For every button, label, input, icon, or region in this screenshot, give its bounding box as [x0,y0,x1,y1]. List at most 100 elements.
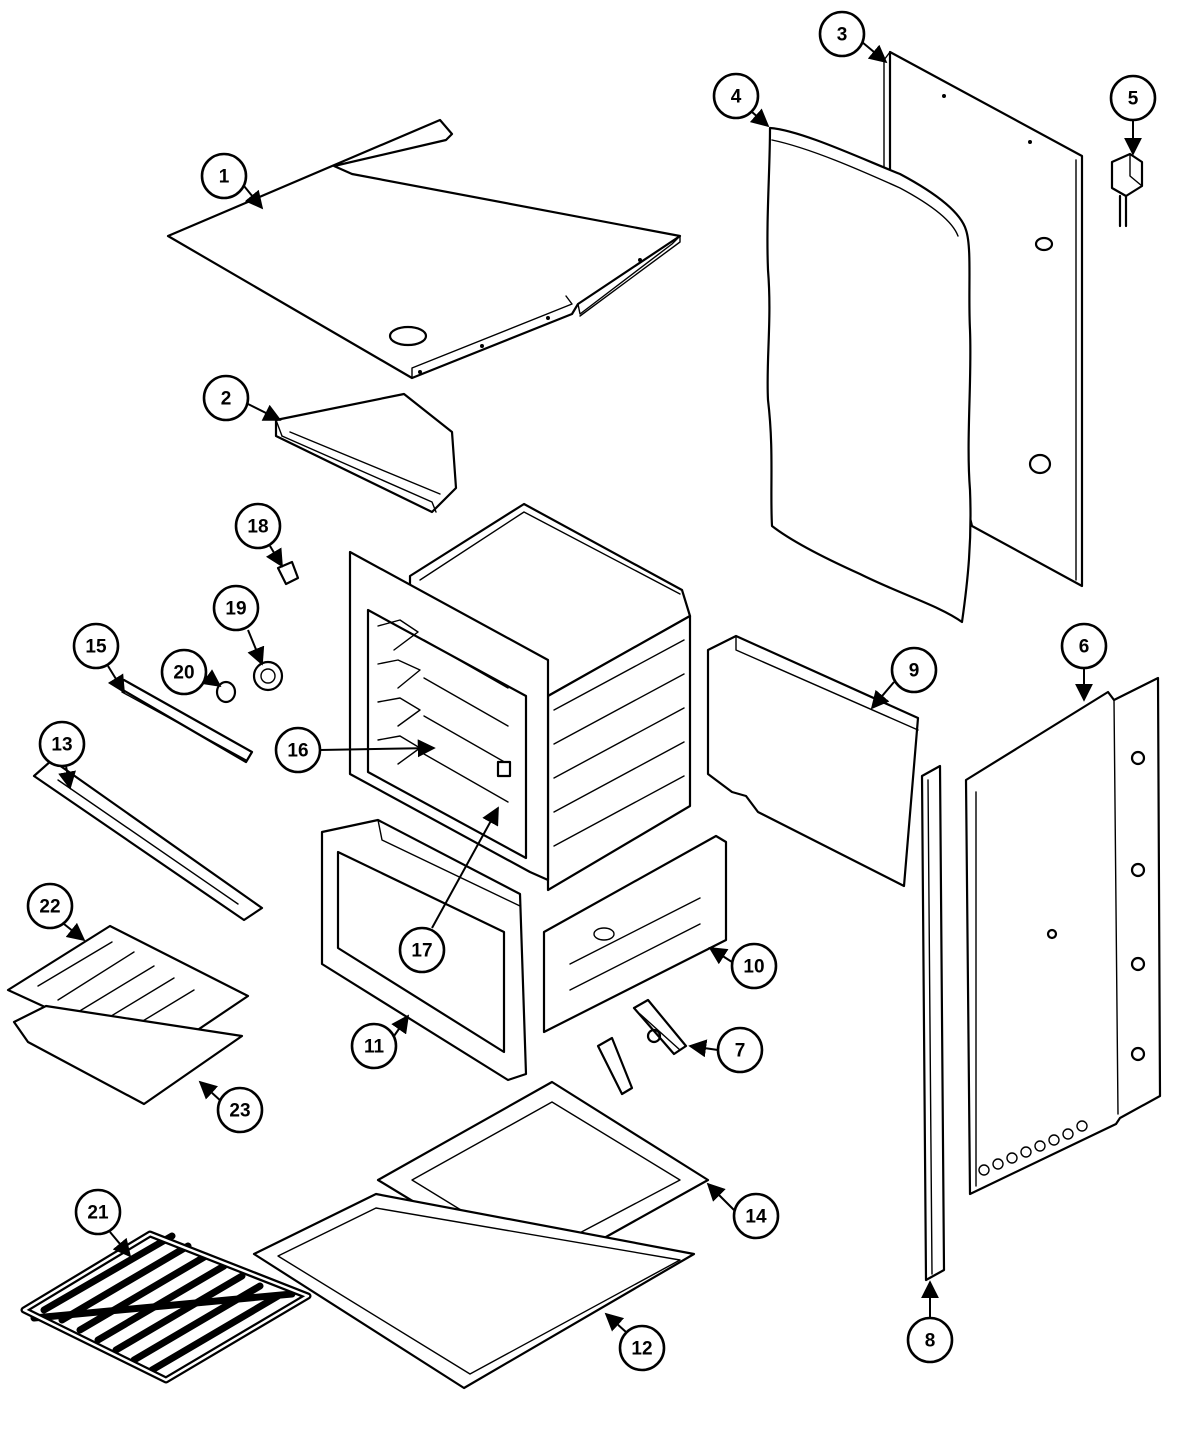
callout-circle-21 [74,1188,122,1236]
callout-leader-13 [58,765,76,790]
callout-label-15: 15 [85,637,107,658]
callout-label-12: 12 [631,1339,652,1360]
part-1-top-panel [166,118,682,380]
callout-20: 20 [160,648,222,696]
callout-circle-8 [906,1316,954,1364]
callout-label-16: 16 [287,741,308,762]
callout-leader-18 [265,545,283,568]
callout-label-23: 23 [229,1101,250,1122]
part-19-socket [252,660,284,692]
callout-leader-1 [243,185,264,210]
callout-leader-11 [391,1014,410,1037]
callout-6: 6 [1060,622,1108,702]
callout-circle-7 [716,1026,764,1074]
part-10-lower-box [542,834,728,1034]
part-12-oven-bottom [252,1192,696,1390]
panel-6-holes [978,1120,1088,1176]
callout-14: 14 [706,1182,780,1240]
callout-circle-19 [212,584,260,632]
part-23-broiler-pan [12,1004,244,1106]
callout-17: 17 [398,806,499,974]
part-8-vertical-strip [920,764,946,1282]
callout-leader-20 [201,669,222,688]
callout-leader-2 [247,403,282,421]
callout-circle-1 [200,152,248,200]
callout-circle-11 [350,1022,398,1070]
callout-leader-9 [870,681,895,710]
callout-16: 16 [274,726,436,774]
callout-circle-5 [1109,74,1157,122]
callout-circle-20 [160,648,208,696]
callout-circle-2 [202,374,250,422]
callout-leader-17 [431,806,499,929]
part-2-bracket [274,392,458,514]
callout-leader-16 [319,739,436,758]
callout-label-2: 2 [221,389,232,410]
callout-leader-3 [861,41,888,64]
part-18-lamp-cover [276,560,300,586]
callout-12: 12 [604,1312,666,1372]
callout-label-3: 3 [837,25,848,46]
callout-leader-12 [604,1312,627,1333]
part-21-oven-rack [20,1230,312,1384]
callout-leader-14 [706,1182,735,1211]
callout-label-6: 6 [1079,637,1090,658]
callout-leader-22 [63,922,86,942]
part-5-plug [1110,152,1144,228]
callout-circle-13 [38,720,86,768]
callout-9: 9 [870,646,938,710]
callout-leader-19 [247,629,265,666]
callout-label-13: 13 [51,735,72,756]
callout-4: 4 [712,72,770,128]
callout-circle-18 [234,502,282,550]
callout-label-10: 10 [743,957,764,978]
callout-label-19: 19 [225,599,246,620]
callout-5: 5 [1109,74,1157,156]
callout-label-1: 1 [219,167,230,188]
callout-label-17: 17 [411,941,432,962]
callout-circle-3 [818,10,866,58]
callout-13: 13 [38,720,86,790]
callout-circle-6 [1060,622,1108,670]
callout-circle-14 [732,1192,780,1240]
callout-leader-21 [109,1231,132,1258]
callout-circle-10 [730,942,778,990]
callout-label-18: 18 [247,517,268,538]
callout-1: 1 [200,152,264,210]
callout-label-8: 8 [925,1331,936,1352]
callout-label-20: 20 [173,663,194,684]
part-13-long-bracket [32,758,264,922]
callout-circle-15 [72,622,120,670]
callout-circle-12 [618,1324,666,1372]
callout-label-9: 9 [909,661,920,682]
part-4-insulation [766,126,972,624]
callout-circle-22 [26,882,74,930]
callout-leader-7 [688,1039,719,1058]
callout-circle-16 [274,726,322,774]
callout-label-7: 7 [735,1041,746,1062]
callout-circle-9 [890,646,938,694]
callout-18: 18 [234,502,283,568]
callout-21: 21 [74,1188,132,1258]
part-9-panel [706,634,920,888]
part-20-bulb [215,680,237,704]
callout-3: 3 [818,10,888,64]
callout-circle-17 [398,926,446,974]
callout-19: 19 [212,584,265,666]
callout-label-14: 14 [745,1207,767,1228]
callout-8: 8 [906,1280,954,1364]
callout-label-22: 22 [39,897,60,918]
part-7-hinge [596,998,688,1096]
callout-label-21: 21 [87,1203,109,1224]
callout-label-11: 11 [364,1037,385,1058]
callout-11: 11 [350,1014,410,1070]
callout-2: 2 [202,374,282,422]
callout-circle-23 [216,1086,264,1134]
callout-22: 22 [26,882,86,942]
callout-leader-23 [198,1080,223,1103]
callout-leader-10 [708,947,733,965]
callout-leader-4 [749,108,770,128]
callout-7: 7 [688,1026,764,1074]
oven-cavity [348,502,692,892]
